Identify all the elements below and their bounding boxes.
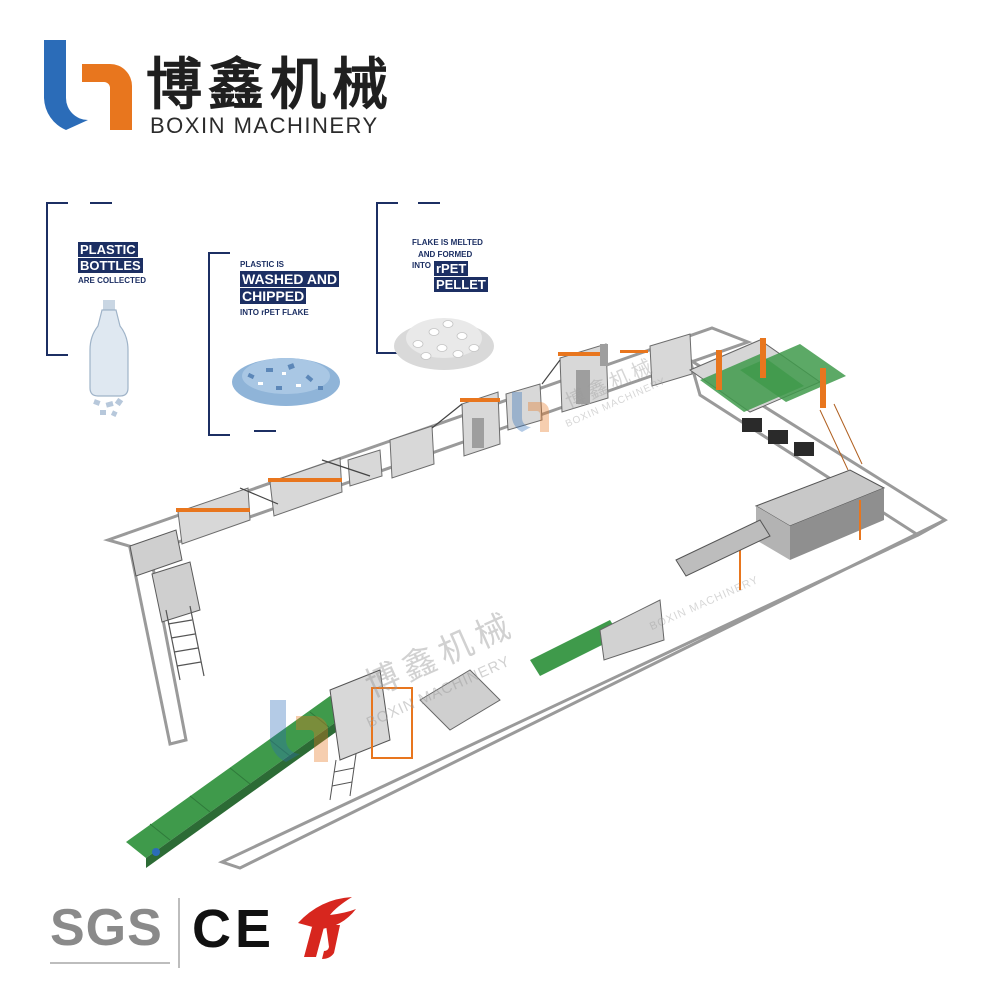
ce-mark: CE	[192, 899, 276, 959]
callout-highlight-1: rPET	[433, 261, 469, 276]
watermark	[270, 392, 549, 762]
callout-bottom: ARE COLLECTED	[78, 276, 146, 285]
callout-middle: AND FORMED	[418, 250, 473, 259]
callout-tick	[90, 202, 112, 204]
callout-tick	[418, 202, 440, 204]
pellet-pile-icon	[394, 318, 494, 370]
callout-collected: PLASTIC BOTTLES ARE COLLECTED	[78, 242, 146, 285]
trommel-drum	[739, 469, 886, 590]
brand-name-cn: 博鑫机械	[146, 53, 394, 118]
callout-highlight-2: PELLET	[433, 277, 488, 292]
callout-washed: PLASTIC IS WASHED AND CHIPPED INTO rPET …	[240, 260, 340, 317]
brand-logo-icon	[44, 40, 132, 130]
sgs-mark: SGS	[50, 899, 163, 957]
callout-bracket	[376, 202, 398, 354]
callout-top: PLASTIC IS	[240, 260, 285, 269]
callout-pellet: FLAKE IS MELTED AND FORMED INTO rPET PEL…	[412, 238, 488, 293]
inclined-conveyors	[419, 519, 771, 731]
plastic-bottle-icon	[89, 300, 129, 417]
callout-tick	[254, 430, 276, 432]
callout-bracket	[208, 252, 230, 436]
brand-name-en: BOXIN MACHINERY	[150, 113, 379, 138]
washing-line-machines	[129, 333, 693, 681]
callout-top: FLAKE IS MELTED	[412, 238, 483, 247]
callout-highlight-2: CHIPPED	[240, 288, 307, 304]
sorting-station	[688, 338, 863, 471]
callout-bottom: INTO rPET FLAKE	[240, 308, 309, 317]
flake-pile-icon	[232, 358, 340, 406]
callout-highlight: BOTTLES	[78, 258, 143, 273]
cert-divider	[178, 898, 180, 968]
callout-highlight-1: WASHED AND	[240, 271, 340, 287]
callout-into: INTO	[412, 261, 431, 270]
callout-top: PLASTIC	[78, 242, 138, 257]
feeding-conveyor	[126, 669, 413, 868]
callout-bracket	[46, 202, 68, 356]
cert-underline	[50, 962, 170, 964]
certification-logo-icon	[298, 897, 356, 959]
